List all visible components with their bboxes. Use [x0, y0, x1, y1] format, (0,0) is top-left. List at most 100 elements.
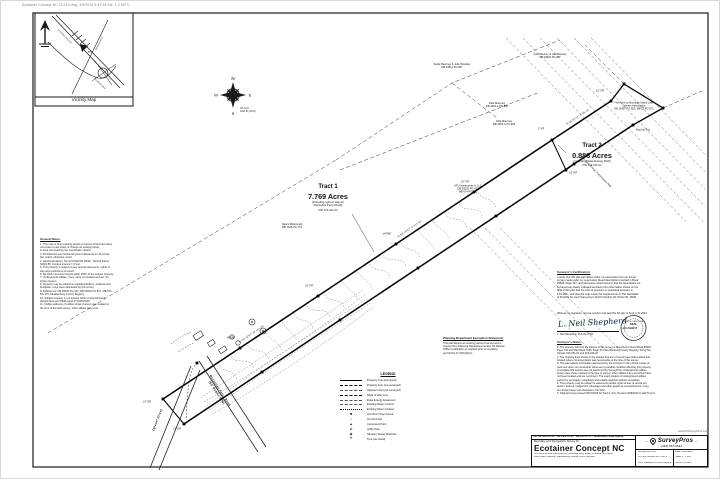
duke-corridor-lines — [469, 37, 706, 351]
seal-word: SEAL — [629, 323, 638, 327]
exemption-statement-heading: Planning Department Exemption Statement: — [443, 336, 504, 340]
title-block-field: Date: 04/09/2024 — [675, 451, 693, 454]
firm-logo: – SurveyPros – — [636, 436, 707, 445]
easement-line — [573, 37, 706, 172]
monument-marker — [416, 266, 420, 270]
general-note-line: 7. Underground utilities, if any, were n… — [40, 276, 109, 280]
tract2-pid: PID 013-231-02 — [582, 164, 602, 168]
site-features — [170, 318, 267, 355]
monument-marker — [472, 190, 476, 194]
general-note-line: 10. Subject property is not located with… — [40, 296, 106, 300]
tract2-label: Tract 2 0.888 Acres (including Duke Ener… — [546, 143, 638, 168]
surveyor-certification: Surveyor's Certification: I certify that… — [557, 270, 699, 299]
certification-line: face of this plat; that the ratio of pre… — [557, 289, 633, 293]
legend-row: Property Line (surveyed) — [338, 378, 438, 383]
legend-sample — [338, 404, 364, 406]
title-block-right: – SurveyPros – (318) 667-6643 SurveyPros… — [636, 436, 707, 466]
surveyor-notes-heading: Surveyor's Notes: — [557, 340, 582, 344]
legend-row: Existing Major Contour — [338, 402, 438, 407]
legend-sample: ■ — [338, 412, 364, 416]
legend-row: Adjoiner Line (not surveyed) — [338, 388, 438, 393]
legend-row: Existing Minor Contour — [338, 407, 438, 412]
general-note-line: 1. This map is of an existing parcel or … — [40, 242, 112, 246]
title-block-field: North Wilkesboro, North Carolina — [637, 461, 672, 464]
legend-linetype — [340, 399, 362, 401]
title-block-field: NC Firm License No. P-2479 — [637, 456, 667, 459]
legend-row: Right of Way Line — [338, 393, 438, 398]
surveyor-note-line: 2. The property lines shown in the datas… — [557, 355, 650, 359]
legend-label: Adjoiner Line (not surveyed) — [367, 388, 401, 392]
contour-line — [368, 260, 391, 279]
contour-line — [431, 218, 450, 239]
exemption-statement-line: This plat depicts an existing parcel of … — [443, 341, 502, 345]
tract2-note1: (including Duke Energy R/W) — [573, 158, 611, 163]
certification-line: 1:10,000+; and that this map meets the r… — [557, 292, 639, 296]
legend-symbol: ▲ — [349, 421, 353, 426]
signature-date: 4/9/2024 — [622, 326, 634, 330]
easement-line — [539, 37, 706, 207]
legend: LEGEND Property Line (surveyed)Property … — [338, 372, 438, 442]
general-note-line: Hazard Area per FIRM panel 3710453700K. — [40, 299, 91, 303]
exemption-statement-body: This plat depicts an existing parcel of … — [443, 342, 555, 355]
compass-grid-note: NC Grid NAD 83 (2011) — [240, 107, 256, 114]
plot-file-line: Ecotainer Concept NC 23-114.dwg, 4/9/202… — [22, 3, 129, 7]
legend-label: Right of Way Line — [367, 393, 389, 397]
contour-line — [209, 302, 371, 411]
compass-w: W — [214, 93, 218, 98]
title-block-field: Job No: 23-114 — [675, 461, 691, 464]
surveyor-note-line: shown were those marked at the time of s… — [557, 372, 651, 376]
legend-label: Computed Point — [367, 422, 387, 426]
legend-sample — [338, 394, 364, 396]
tract1-pid: PID 013-231-04 — [318, 208, 338, 212]
surveyor-note-line: shown. Fences, hedgerows, driveways and … — [557, 385, 650, 389]
legend-label: Existing Minor Contour — [367, 408, 395, 412]
legend-row: ✳Tree (as noted) — [338, 436, 438, 442]
monument-marker — [631, 123, 635, 127]
monument-marker — [550, 138, 554, 142]
contour-line — [323, 291, 345, 309]
general-notes-body: 1. This map is of an existing parcel or … — [40, 243, 130, 310]
general-note-line: 5. This property is subject to any and a… — [40, 266, 110, 270]
legend-symbol: ◉ — [349, 431, 353, 436]
easement-line — [505, 37, 687, 222]
surveyor-note-line: not been located and are not shown. The … — [557, 375, 647, 379]
general-note-line: 6. No NGS monument found within 2000' of… — [40, 273, 114, 276]
surveyor-seal — [620, 315, 647, 341]
certification-line: 35520, Page 427, and references noted he… — [557, 282, 641, 286]
easement-line — [499, 227, 621, 351]
legend-sample — [338, 389, 364, 391]
monument-marker — [394, 242, 398, 246]
monument-marker — [316, 294, 320, 298]
surveyor-note-line: 5. Original survey issued 03/27/2024 for… — [557, 391, 656, 395]
contour-line — [230, 353, 254, 369]
tract2-acreage: 0.888 Acres — [572, 150, 612, 160]
legend-symbol: ○ — [349, 416, 353, 421]
general-note-line: 4. Horizontal datum: NC Grid NAD 83 (201… — [40, 259, 110, 263]
general-note-line: 2. Area computed by the coordinate metho… — [40, 249, 92, 253]
vicinity-north-arrow — [39, 20, 51, 47]
legend-row: ◉Sanitary Sewer Manhole — [338, 432, 438, 437]
contour-line — [200, 290, 363, 398]
monument-marker — [195, 361, 199, 365]
monument-marker — [338, 318, 342, 322]
adjoiner-lines — [47, 39, 705, 334]
contour-line — [211, 307, 374, 415]
tract1-label: Tract 1 7.769 Acres (including right of … — [282, 184, 374, 212]
site-address-line1: PID's 013-231-04 & 013-231-02, Rozzelles… — [534, 453, 613, 456]
surveyor-notes-body: 1. The property which is the subject of … — [557, 346, 699, 395]
general-note-line: way and restrictions of record. — [40, 269, 75, 273]
legend-label: Existing Major Contour — [367, 403, 395, 407]
surveyor-note-line: located where monumentation was recovera… — [557, 358, 639, 362]
contour-line — [476, 189, 497, 208]
legend-sample — [338, 409, 364, 411]
surveyor-note-line: A complete title search was not performe… — [557, 368, 647, 372]
legend-row: ▲ Computed Point — [338, 422, 438, 427]
legend-symbol: ✳ — [349, 436, 353, 441]
legend-linetype — [340, 409, 362, 411]
site-marker — [80, 44, 88, 52]
legend-rows: Property Line (surveyed)Property Line (n… — [338, 378, 438, 442]
legend-row: Property Line (not surveyed) — [338, 383, 438, 388]
